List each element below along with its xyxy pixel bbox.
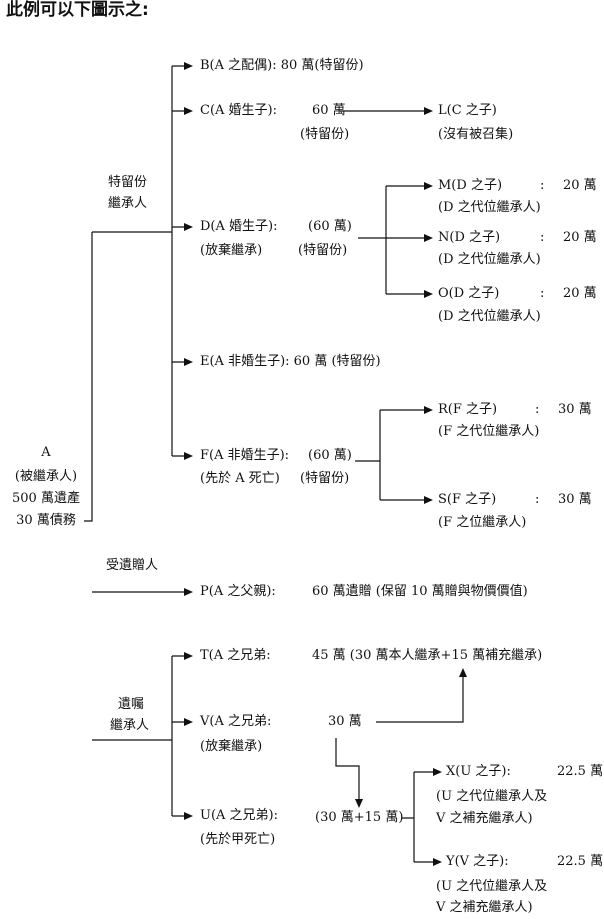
arrowhead-d	[184, 223, 193, 231]
heir-l-note: (沒有被召集)	[438, 127, 514, 142]
heir-r-note: (F 之代位繼承人)	[438, 424, 540, 439]
diagram-title: 此例可以下圖示之:	[6, 0, 149, 20]
arrowhead-s	[424, 496, 433, 504]
v-to-t-line	[376, 676, 464, 723]
heir-v-label: V(A 之兄弟:	[200, 714, 272, 729]
d-bracket	[358, 185, 425, 295]
reserved-bracket	[171, 65, 185, 457]
heir-y-note1: (U 之代位繼承人及	[436, 879, 548, 894]
will-bracket	[171, 655, 185, 817]
heir-d-amount: (60 萬)	[308, 219, 352, 234]
group-will-line1: 遺囑	[118, 697, 145, 712]
legatee-p-label: P(A 之父親):	[200, 584, 276, 599]
heir-u-status: (先於甲死亡)	[200, 832, 276, 847]
heir-c-amount: 60 萬	[312, 103, 346, 118]
group-legatee-label: 受遺贈人	[106, 558, 159, 573]
arrowhead-v	[184, 718, 193, 726]
arrowhead-x	[433, 768, 442, 776]
heir-t-amount: 45 萬 (30 萬本人繼承+15 萬補充繼承)	[312, 648, 543, 663]
heir-x-amount: 22.5 萬	[557, 764, 604, 779]
heir-l-label: L(C 之子)	[438, 103, 497, 118]
heir-d-label: D(A 婚生子):	[200, 219, 278, 234]
heir-n-label: N(D 之子)	[438, 230, 501, 245]
heir-y-label: Y(V 之子):	[446, 854, 509, 869]
heir-n-amount: 20 萬	[563, 230, 597, 245]
arrowhead-c	[184, 107, 193, 115]
heir-u-amount: (30 萬+15 萬)	[315, 810, 404, 825]
root-estate: 500 萬遺產	[12, 491, 80, 506]
arrowhead-t-from-v	[459, 668, 467, 677]
heir-s-note: (F 之位繼承人)	[438, 515, 527, 530]
heir-r-colon: :	[535, 402, 540, 417]
heir-d-status: (放棄繼承)	[200, 243, 263, 258]
heir-d-note: (特留份)	[298, 243, 348, 258]
heir-o-label: O(D 之子)	[438, 286, 500, 301]
heir-f-label: F(A 非婚生子):	[200, 448, 290, 463]
root-debt: 30 萬債務	[16, 513, 76, 528]
arrowhead-y	[433, 858, 442, 866]
heir-f-status: (先於 A 死亡)	[200, 471, 280, 486]
heir-c-label: C(A 婚生子):	[200, 103, 277, 118]
arrowhead-u-from-v	[355, 799, 363, 808]
u-bracket	[402, 771, 434, 863]
heir-v-amount: 30 萬	[328, 714, 362, 729]
root-name: A	[41, 445, 51, 460]
group-will-line2: 繼承人	[110, 718, 150, 733]
arrowhead-n	[424, 234, 433, 242]
root-connector	[84, 231, 185, 741]
heir-r-label: R(F 之子)	[438, 402, 498, 417]
heir-s-colon: :	[535, 492, 540, 507]
heir-b-label: B(A 之配偶): 80 萬(特留份)	[200, 58, 364, 73]
heir-n-colon: :	[540, 230, 545, 245]
heir-o-colon: :	[540, 286, 545, 301]
group-reserved-line1: 特留份	[108, 175, 148, 190]
heir-n-note: (D 之代位繼承人)	[438, 252, 541, 267]
heir-y-note2: V 之補充繼承人)	[436, 900, 533, 915]
heir-x-note1: (U 之代位繼承人及	[436, 789, 548, 804]
arrowhead-r	[424, 406, 433, 414]
heir-s-amount: 30 萬	[558, 492, 592, 507]
heir-m-note: (D 之代位繼承人)	[438, 200, 541, 215]
heir-t-label: T(A 之兄弟:	[200, 648, 271, 663]
f-bracket	[355, 409, 425, 501]
arrowhead-u	[184, 812, 193, 820]
arrowhead-e	[184, 358, 193, 366]
heir-u-label: U(A 之兄弟):	[200, 808, 279, 823]
root-role: (被繼承人)	[14, 469, 78, 484]
heir-r-amount: 30 萬	[558, 402, 592, 417]
heir-e-label: E(A 非婚生子): 60 萬 (特留份)	[200, 354, 381, 369]
arrowhead-m	[424, 182, 433, 190]
heir-f-note: (特留份)	[300, 471, 350, 486]
heir-m-amount: 20 萬	[563, 178, 597, 193]
v-to-u-line	[335, 738, 360, 800]
arrowhead-l	[424, 107, 433, 115]
arrowhead-p	[184, 588, 193, 596]
heir-m-label: M(D 之子)	[438, 178, 503, 193]
heir-y-amount: 22.5 萬	[557, 854, 604, 869]
heir-v-status: (放棄繼承)	[200, 739, 263, 754]
legatee-p-amount: 60 萬遺贈 (保留 10 萬贈與物價價值)	[312, 584, 528, 599]
heir-c-note: (特留份)	[300, 127, 350, 142]
arrowhead-f	[184, 452, 193, 460]
arrowhead-t	[184, 652, 193, 660]
heir-x-note2: V 之補充繼承人)	[436, 811, 533, 826]
heir-x-label: X(U 之子):	[446, 764, 511, 779]
arrowhead-o	[424, 290, 433, 298]
heir-s-label: S(F 之子)	[438, 492, 497, 507]
heir-f-amount: (60 萬)	[308, 448, 352, 463]
arrowhead-b	[184, 62, 193, 70]
heir-m-colon: :	[540, 178, 545, 193]
group-reserved-line2: 繼承人	[108, 196, 148, 211]
heir-o-amount: 20 萬	[563, 286, 597, 301]
heir-o-note: (D 之代位繼承人)	[438, 309, 541, 324]
